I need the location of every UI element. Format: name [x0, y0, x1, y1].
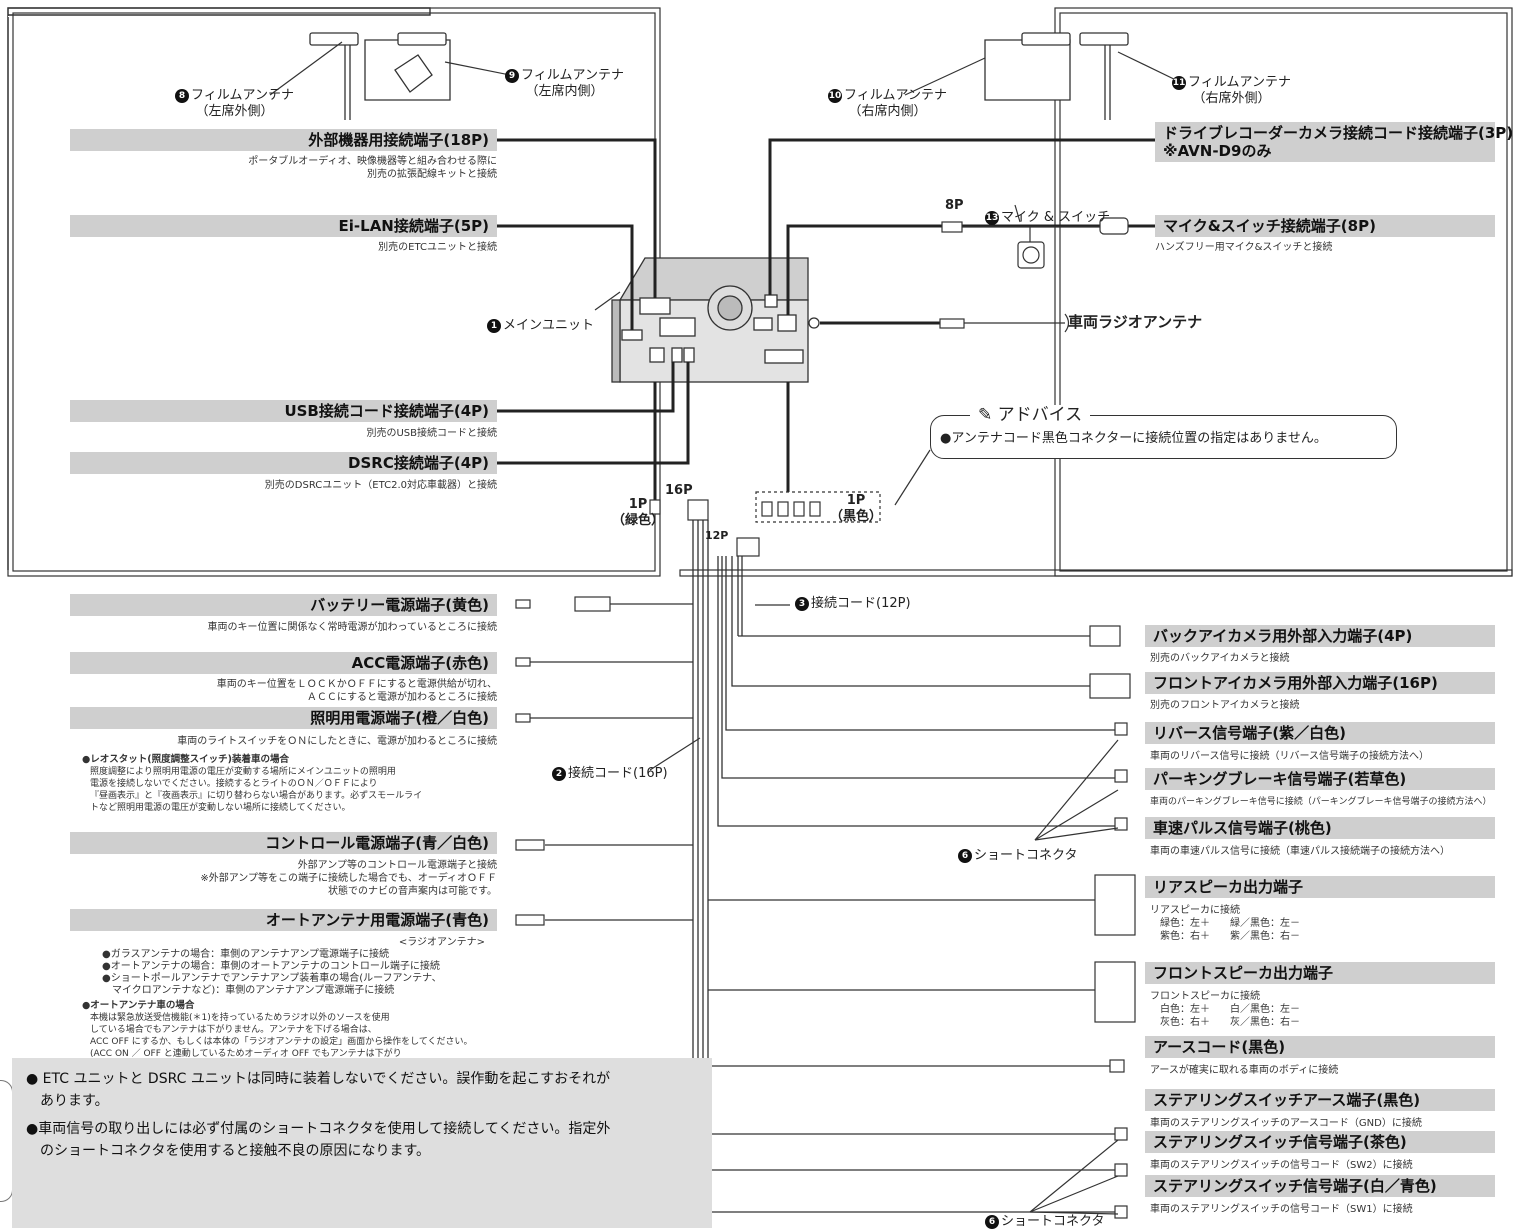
battery-title: バッテリー電源端子(黄色) — [70, 594, 497, 616]
speed-desc: 車両の車速パルス信号に接続（車速パルス接続端子の接続方法へ） — [1150, 846, 1450, 857]
usb-title: USB接続コード接続端子(4P) — [70, 400, 497, 422]
steering-sw2-desc: 車両のステアリングスイッチの信号コード（SW2）に接続 — [1150, 1160, 1413, 1171]
warning-2: ●車両信号の取り出しには必ず付属のショートコネクタを使用して接続してください。指… — [26, 1121, 611, 1159]
illum-title: 照明用電源端子(橙／白色) — [70, 707, 497, 729]
auto-antenna-desc: <ラジオアンテナ> — [398, 937, 485, 948]
control-title: コントロール電源端子(青／白色) — [70, 832, 497, 854]
mic-pin-label: 8P — [945, 198, 964, 213]
reverse-title: リバース信号端子(紫／白色) — [1145, 722, 1495, 744]
acc-title: ACC電源端子(赤色) — [70, 652, 497, 674]
battery-desc: 車両のキー位置に関係なく常時電源が加わっているところに接続 — [207, 622, 498, 633]
rheostat-note: ●レオスタット(照度調整スイッチ)装着車の場合照度調整により照明用電源の電圧が変… — [82, 754, 423, 813]
advice-title: ✎ アドバイス — [970, 405, 1091, 425]
pin-black-label: 1P（黒色） — [830, 493, 883, 524]
control-desc: 外部アンプ等のコントロール電源端子と接続 ※外部アンプ等をこの端子に接続した場合… — [200, 860, 497, 897]
steering-gnd-title: ステアリングスイッチアース端子(黒色) — [1145, 1089, 1495, 1111]
mic-desc: ハンズフリー用マイク&スイッチと接続 — [1155, 242, 1333, 253]
radio-antenna-label: 車両ラジオアンテナ — [1068, 313, 1203, 331]
pin-16p-label: 16P — [665, 483, 693, 498]
film-antenna-8 — [309, 32, 359, 120]
ground-title: アースコード(黒色) — [1145, 1036, 1495, 1058]
warning-box: ● ETC ユニットと DSRC ユニットは同時に装着しないでください。誤作動を… — [12, 1058, 712, 1228]
acc-desc: 車両のキー位置をＬＯＣＫかＯＦＦにすると電源供給が切れ、 ＡＣＣにすると電源が加… — [216, 679, 497, 703]
film-antenna-11 — [1079, 32, 1129, 120]
reverse-desc: 車両のリバース信号に接続（リバース信号端子の接続方法へ） — [1150, 751, 1429, 762]
ei-lan-title: Ei-LAN接続端子(5P) — [70, 215, 497, 237]
mic-title: マイク&スイッチ接続端子(8P) — [1155, 215, 1495, 237]
front-camera-title: フロントアイカメラ用外部入力端子(16P) — [1145, 672, 1495, 694]
warning-1: ● ETC ユニットと DSRC ユニットは同時に装着しないでください。誤作動を… — [26, 1071, 611, 1109]
advice-text: ●アンテナコード黒色コネクターに接続位置の指定はありません。 — [940, 431, 1327, 446]
auto-antenna-title: オートアンテナ用電源端子(青色) — [70, 909, 497, 931]
pin-green-label: 1P（緑色） — [612, 497, 665, 528]
pin-12p-label: 12P — [705, 529, 729, 542]
front-camera-desc: 別売のフロントアイカメラと接続 — [1150, 700, 1300, 711]
back-camera-desc: 別売のバックアイカメラと接続 — [1150, 653, 1290, 664]
usb-desc: 別売のUSB接続コードと接続 — [366, 428, 497, 439]
steering-sw2-title: ステアリングスイッチ信号端子(茶色) — [1145, 1131, 1495, 1153]
film-antenna-10 — [984, 32, 1071, 101]
mic-switch-drawing — [941, 217, 1129, 269]
drive-recorder-title: ドライブレコーダーカメラ接続コード接続端子(3P)※AVN-D9のみ — [1155, 122, 1513, 162]
steering-gnd-desc: 車両のステアリングスイッチのアースコード（GND）に接続 — [1150, 1118, 1422, 1129]
parking-title: パーキングブレーキ信号端子(若草色) — [1145, 768, 1495, 790]
film-antenna-9 — [364, 32, 451, 101]
ground-desc: アースが確実に取れる車両のボディに接続 — [1150, 1065, 1339, 1076]
dsrc-title: DSRC接続端子(4P) — [70, 452, 497, 474]
advice-icon: ✎ — [978, 405, 998, 425]
ext-device-title: 外部機器用接続端子(18P) — [70, 129, 497, 151]
rear-speaker-desc: リアスピーカに接続 緑色：左＋ 緑／黒色：左－ 紫色：右＋ 紫／黒色：右－ — [1150, 905, 1300, 942]
dsrc-desc: 別売のDSRCユニット（ETC2.0対応車載器）と接続 — [264, 480, 497, 491]
front-speaker-title: フロントスピーカ出力端子 — [1145, 962, 1495, 984]
steering-sw1-desc: 車両のステアリングスイッチの信号コード（SW1）に接続 — [1150, 1204, 1413, 1215]
ext-device-desc: ポータブルオーディオ、映像機器等と組み合わせる際に 別売の拡張配線キットと接続 — [248, 156, 497, 180]
illum-desc: 車両のライトスイッチをＯＮにしたときに、電源が加わるところに接続 — [177, 736, 497, 747]
ei-lan-desc: 別売のETCユニットと接続 — [378, 242, 497, 253]
steering-sw1-title: ステアリングスイッチ信号端子(白／青色) — [1145, 1175, 1495, 1197]
rear-speaker-title: リアスピーカ出力端子 — [1145, 876, 1495, 898]
main-unit-drawing — [611, 257, 820, 383]
speed-title: 車速パルス信号端子(桃色) — [1145, 817, 1495, 839]
back-camera-title: バックアイカメラ用外部入力端子(4P) — [1145, 625, 1495, 647]
parking-desc: 車両のパーキングブレーキ信号に接続（パーキングブレーキ信号端子の接続方法へ） — [1150, 797, 1492, 807]
antenna-list: ●ガラスアンテナの場合：車側のアンテナアンプ電源端子に接続 ●オートアンテナの場… — [102, 949, 442, 996]
front-speaker-desc: フロントスピーカに接続 白色：左＋ 白／黒色：左－ 灰色：右＋ 灰／黒色：右－ — [1150, 991, 1300, 1028]
